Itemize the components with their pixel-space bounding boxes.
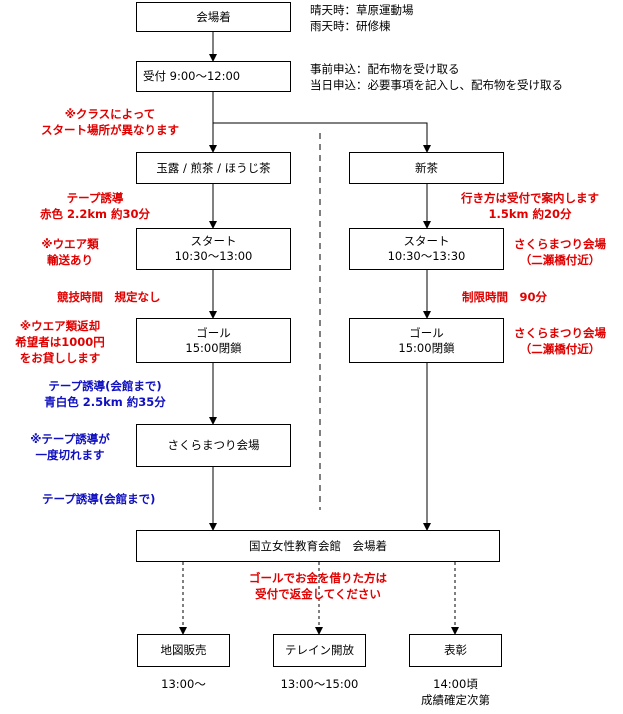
note-wear-return: ※ウエア類返却 希望者は1000円 をお貸しします (15, 319, 105, 365)
box-goal-right: ゴール 15:00閉鎖 (349, 318, 504, 363)
note-competition-time: 競技時間 規定なし (57, 290, 161, 304)
box-map-sales: 地図販売 (137, 634, 230, 667)
note-weather: 晴天時：草原運動場 雨天時：研修棟 (310, 3, 414, 33)
box-class-right: 新茶 (349, 152, 504, 184)
note-time-limit: 制限時間 90分 (462, 290, 548, 304)
note-class-start: ※クラスによって スタート場所が異なります (41, 107, 179, 137)
time-award: 14:00頃 成績確定次第 (421, 677, 490, 707)
box-start-left: スタート 10:30～13:00 (136, 228, 291, 270)
note-sakura-goal: さくらまつり会場 （二瀬橋付近） (514, 326, 606, 356)
note-registration: 事前申込：配布物を受け取る 当日申込：必要事項を記入し、配布物を受け取る (310, 62, 563, 92)
note-tape-hall: テープ誘導(会館まで) (42, 492, 156, 506)
box-arrival: 会場着 (136, 2, 291, 32)
box-goal-left: ゴール 15:00閉鎖 (136, 318, 291, 363)
note-guide-reception: 行き方は受付で案内します 1.5km 約20分 (461, 191, 599, 221)
note-tape-break: ※テープ誘導が 一度切れます (30, 432, 110, 462)
box-class-left: 玉露 / 煎茶 / ほうじ茶 (136, 152, 291, 184)
box-award: 表彰 (409, 634, 502, 667)
arrow-reception-right (213, 122, 431, 153)
note-refund: ゴールでお金を借りた方は 受付で返金してください (249, 571, 387, 601)
box-sakura: さくらまつり会場 (136, 424, 291, 467)
note-tape-bluewhite: テープ誘導(会館まで) 青白色 2.5km 約35分 (44, 379, 166, 409)
note-wear-transport: ※ウエア類 輸送あり (41, 237, 99, 267)
time-map-sales: 13:00～ (161, 677, 206, 691)
box-reception: 受付 9:00～12:00 (136, 61, 291, 92)
note-sakura-start: さくらまつり会場 （二瀬橋付近） (514, 237, 606, 267)
time-trail-open: 13:00～15:00 (280, 677, 359, 691)
note-tape-red: テープ誘導 赤色 2.2km 約30分 (39, 191, 150, 221)
box-trail-open: テレイン開放 (273, 634, 366, 667)
box-hall: 国立女性教育会館 会場着 (136, 530, 500, 562)
box-start-right: スタート 10:30～13:30 (349, 228, 504, 270)
